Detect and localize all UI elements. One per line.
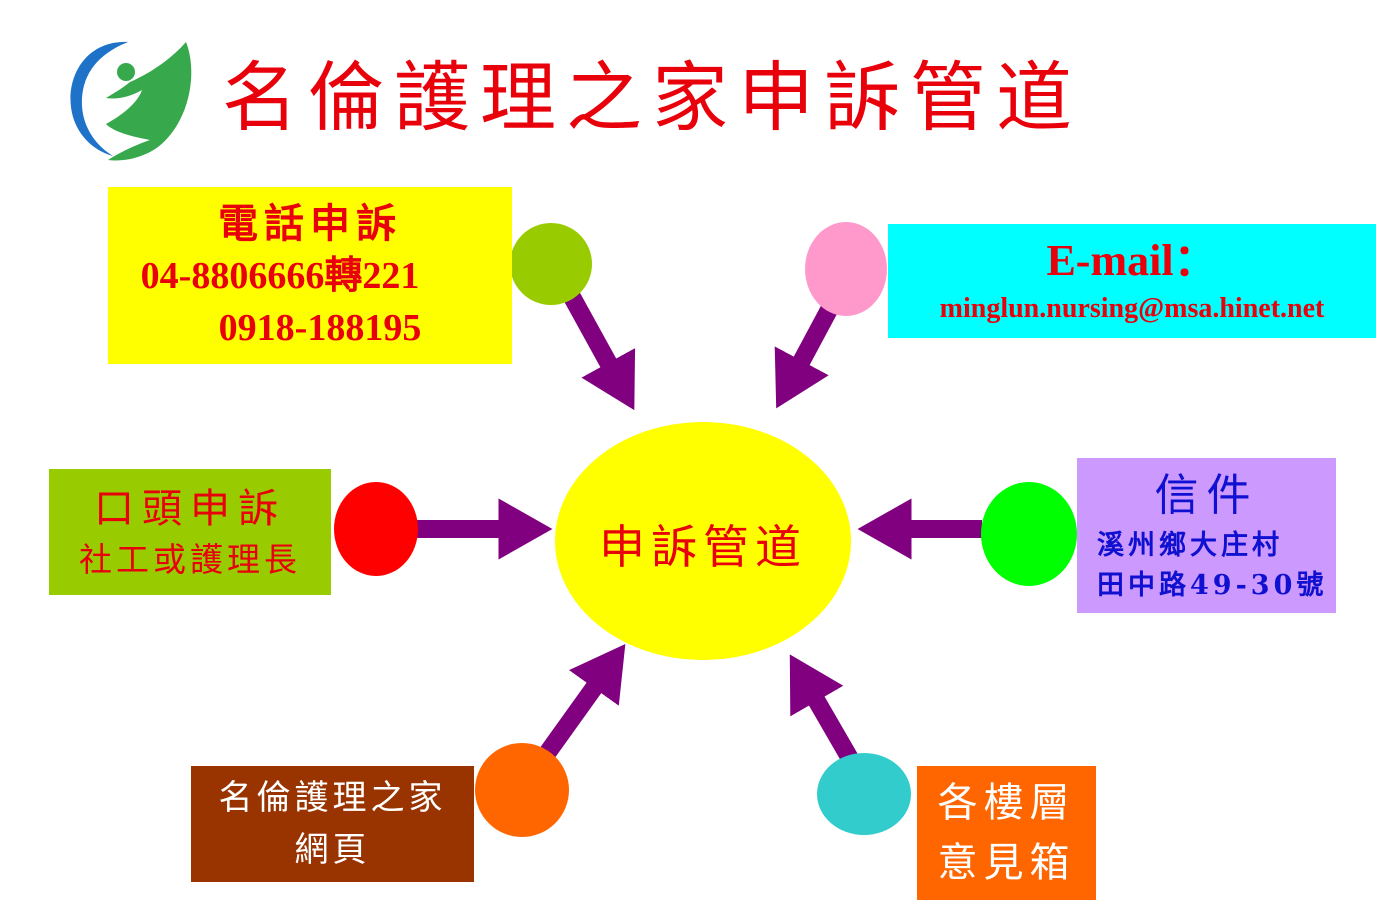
oral-contact: 社工或護理長: [79, 540, 301, 579]
arrow-floor: [789, 654, 860, 767]
web-heading: 名倫護理之家: [218, 778, 447, 818]
mail-address-line-1: 溪州鄉大庄村: [1097, 529, 1283, 561]
floor-label: 意見箱: [937, 840, 1076, 886]
mail-address-line-2: 田中路49-30號: [1097, 569, 1328, 601]
oral-heading: 口頭申訴: [94, 486, 286, 532]
center-label: 申訴管道: [599, 520, 807, 574]
logo-head: [117, 63, 135, 81]
dot-web: [475, 743, 569, 837]
phone-channel-box: 電話申訴 04-8806666轉221 0918-188195: [108, 187, 512, 364]
logo-blue-arc: [70, 41, 128, 156]
arrow-phone: [564, 292, 636, 411]
floor-channel-box: 各樓層 意見箱: [917, 766, 1096, 900]
arrow-email: [774, 303, 838, 409]
mail-heading: 信件: [1154, 469, 1259, 521]
email-heading: E-mail：: [1046, 236, 1218, 285]
floor-heading: 各樓層: [937, 780, 1076, 826]
web-channel-box: 名倫護理之家 網頁: [191, 766, 474, 882]
dot-email: [805, 222, 887, 316]
dot-phone: [510, 223, 592, 305]
phone-number-1: 04-8806666轉221: [140, 254, 420, 297]
dot-mail: [981, 482, 1077, 586]
center-circle: [555, 422, 851, 660]
email-channel-box: E-mail： minglun.nursing@msa.hinet.net: [888, 224, 1376, 338]
page-title: 名倫護理之家申訴管道: [222, 53, 1082, 142]
phone-heading: 電話申訴: [218, 199, 402, 247]
web-label: 網頁: [294, 830, 371, 870]
oral-channel-box: 口頭申訴 社工或護理長: [49, 469, 331, 595]
dot-oral: [334, 482, 418, 576]
mail-channel-box: 信件 溪州鄉大庄村 田中路49-30號: [1077, 458, 1336, 613]
dot-floor: [817, 753, 911, 835]
logo-green-body: [106, 42, 192, 161]
arrow-web: [540, 644, 626, 758]
logo: [70, 41, 192, 161]
phone-number-2: 0918-188195: [218, 306, 422, 349]
email-address: minglun.nursing@msa.hinet.net: [939, 293, 1325, 324]
